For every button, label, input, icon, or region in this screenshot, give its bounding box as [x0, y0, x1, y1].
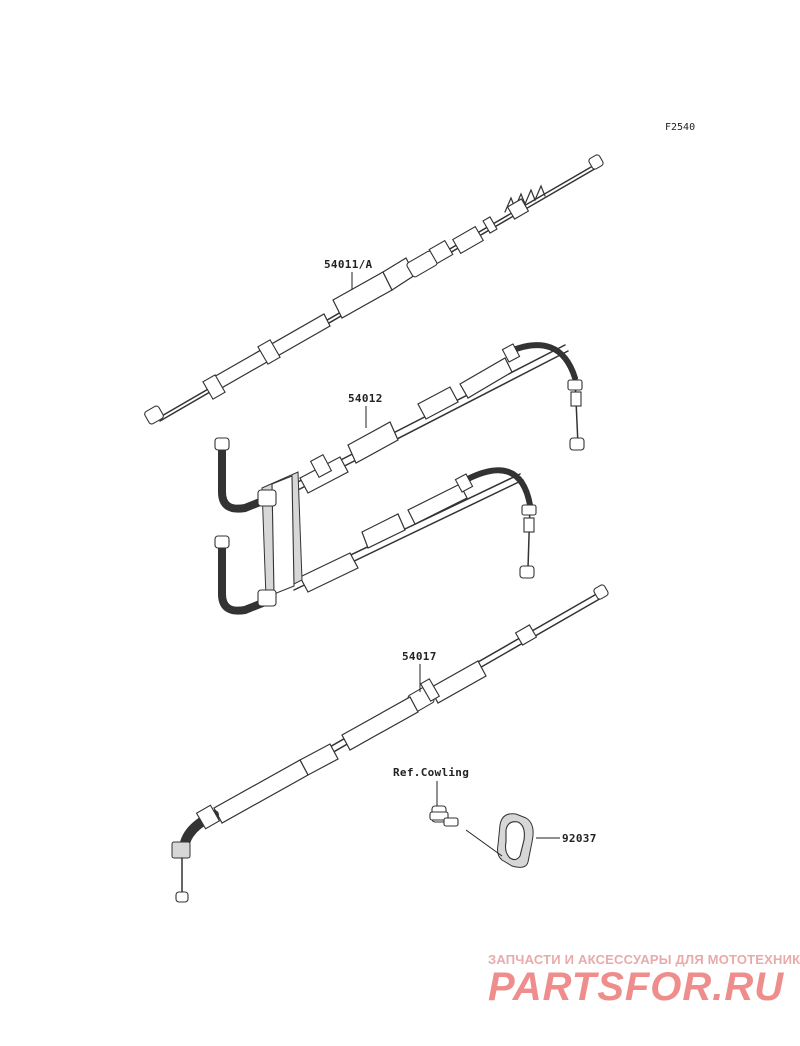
cowling-bolt[interactable]: Ref.Cowling — [393, 766, 469, 827]
clamp-92037[interactable]: 92037 — [465, 813, 597, 868]
label-ref-cowling: Ref.Cowling — [393, 766, 469, 779]
cable-54017[interactable]: 54017 — [171, 584, 609, 903]
label-54017: 54017 — [402, 650, 437, 663]
label-54011-a: 54011/A — [324, 258, 373, 271]
cable-54012[interactable]: 54012 — [214, 342, 585, 615]
watermark-tagline: ЗАПЧАСТИ И АКСЕССУАРЫ ДЛЯ МОТОТЕХНИКИ — [488, 952, 800, 967]
cable-54011-a[interactable]: 54011/A — [144, 154, 605, 425]
label-54012: 54012 — [348, 392, 383, 405]
watermark-logo: PARTSFOR.RU — [488, 965, 784, 1009]
figure-code: F2540 — [665, 122, 695, 133]
label-92037: 92037 — [562, 832, 597, 845]
watermark: ЗАПЧАСТИ И АКСЕССУАРЫ ДЛЯ МОТОТЕХНИКИ PA… — [488, 952, 800, 1009]
